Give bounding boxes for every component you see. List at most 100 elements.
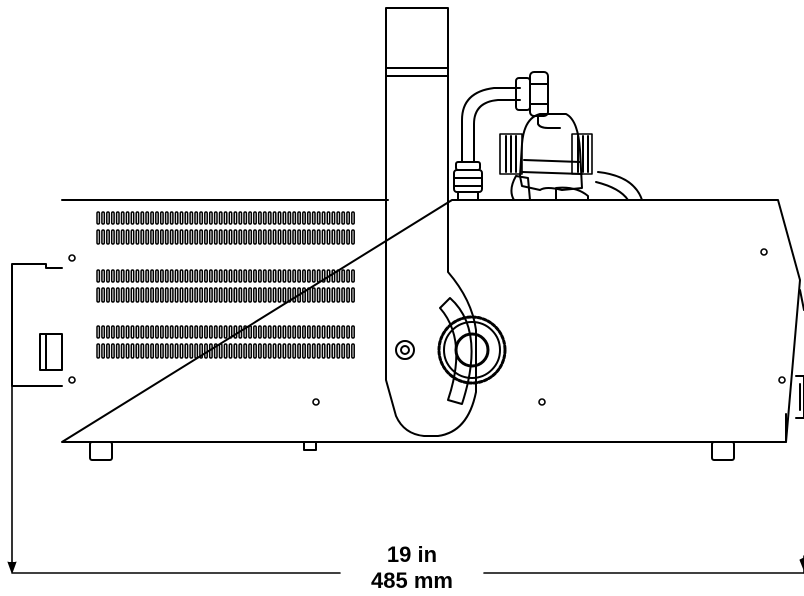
vent-slot xyxy=(292,269,297,283)
vent-slot xyxy=(267,269,272,283)
vent-slot xyxy=(194,229,199,245)
dimension-imperial-label: 19 in xyxy=(387,542,437,567)
vent-slot xyxy=(218,211,223,225)
vent-slot xyxy=(223,343,228,359)
vent-slot xyxy=(159,287,164,303)
vent-slot xyxy=(267,343,272,359)
vent-slot xyxy=(267,211,272,225)
vent-slot xyxy=(169,229,174,245)
vent-slot xyxy=(169,287,174,303)
vent-slot xyxy=(169,269,174,283)
vent-slot xyxy=(145,269,150,283)
vent-slot xyxy=(277,229,282,245)
vent-slot xyxy=(145,343,150,359)
vent-slot xyxy=(218,343,223,359)
vent-slot xyxy=(159,211,164,225)
vent-slot xyxy=(208,269,213,283)
hanging-bracket xyxy=(385,7,477,437)
vent-slot xyxy=(351,287,355,303)
vent-slot xyxy=(316,287,321,303)
vent-slot xyxy=(174,325,179,339)
vent-slot xyxy=(135,343,140,359)
vent-slot xyxy=(204,229,208,245)
vent-slot xyxy=(194,343,199,359)
vent-slot xyxy=(199,269,204,283)
vent-slot xyxy=(262,325,267,339)
vent-slot xyxy=(311,343,316,359)
vent-slot xyxy=(106,343,110,359)
vent-slot xyxy=(287,287,292,303)
vent-slot xyxy=(302,287,306,303)
fluid-hose xyxy=(453,71,561,201)
vent-slot xyxy=(297,287,302,303)
vent-slot xyxy=(331,211,336,225)
vent-slot xyxy=(277,325,282,339)
vent-slot xyxy=(101,229,106,245)
vent-slot xyxy=(316,343,321,359)
vent-slot xyxy=(326,229,331,245)
vent-slot xyxy=(101,343,106,359)
vent-slot xyxy=(135,269,140,283)
vent-slot xyxy=(326,287,331,303)
vent-slot xyxy=(292,343,297,359)
vent-slot xyxy=(101,269,106,283)
vent-slot xyxy=(282,211,287,225)
vent-slot xyxy=(233,325,238,339)
vent-slot xyxy=(179,211,184,225)
vent-slot xyxy=(316,325,321,339)
vent-slot xyxy=(150,343,155,359)
vent-slot xyxy=(351,325,355,339)
vent-slot xyxy=(233,343,238,359)
vent-slot xyxy=(174,229,179,245)
vent-slot xyxy=(341,343,346,359)
vent-slot xyxy=(101,325,106,339)
vent-slot xyxy=(346,325,351,339)
vent-slot xyxy=(223,211,228,225)
vent-slot xyxy=(179,343,184,359)
vent-slot xyxy=(248,211,253,225)
vent-slot xyxy=(174,211,179,225)
vent-slot xyxy=(101,211,106,225)
vent-slot xyxy=(130,211,135,225)
vent-slot xyxy=(262,343,267,359)
vent-slot xyxy=(194,287,199,303)
vent-slot xyxy=(316,229,321,245)
vent-slot xyxy=(282,325,287,339)
vent-slot xyxy=(228,325,233,339)
vent-slot xyxy=(297,325,302,339)
vent-slot xyxy=(272,211,277,225)
vent-slot xyxy=(199,325,204,339)
vent-slot xyxy=(204,325,208,339)
vent-slot xyxy=(184,211,189,225)
vent-slot xyxy=(204,211,208,225)
vent-slot xyxy=(164,343,169,359)
vent-slot xyxy=(297,229,302,245)
vent-slot xyxy=(346,211,351,225)
vent-slot xyxy=(243,343,248,359)
vent-slot xyxy=(110,343,115,359)
vent-slot xyxy=(135,287,140,303)
vent-slot xyxy=(194,211,199,225)
vent-slot xyxy=(199,211,204,225)
vent-slot xyxy=(321,269,326,283)
vent-slot xyxy=(257,343,262,359)
vent-slot xyxy=(159,229,164,245)
vent-slot xyxy=(253,343,257,359)
width-dimension-line xyxy=(11,385,804,574)
vent-slot xyxy=(135,325,140,339)
vent-slot xyxy=(213,343,218,359)
vent-slot xyxy=(199,343,204,359)
vent-slot xyxy=(351,269,355,283)
vent-slot xyxy=(179,287,184,303)
vent-slot xyxy=(321,287,326,303)
vent-slot xyxy=(336,211,341,225)
vent-slot xyxy=(155,211,159,225)
vent-slot xyxy=(199,229,204,245)
vent-slot xyxy=(189,325,194,339)
vent-slot xyxy=(140,229,145,245)
vent-slot xyxy=(155,287,159,303)
vent-slot xyxy=(96,287,101,303)
vent-slot xyxy=(228,287,233,303)
vent-slot xyxy=(316,269,321,283)
vent-slot xyxy=(115,269,120,283)
